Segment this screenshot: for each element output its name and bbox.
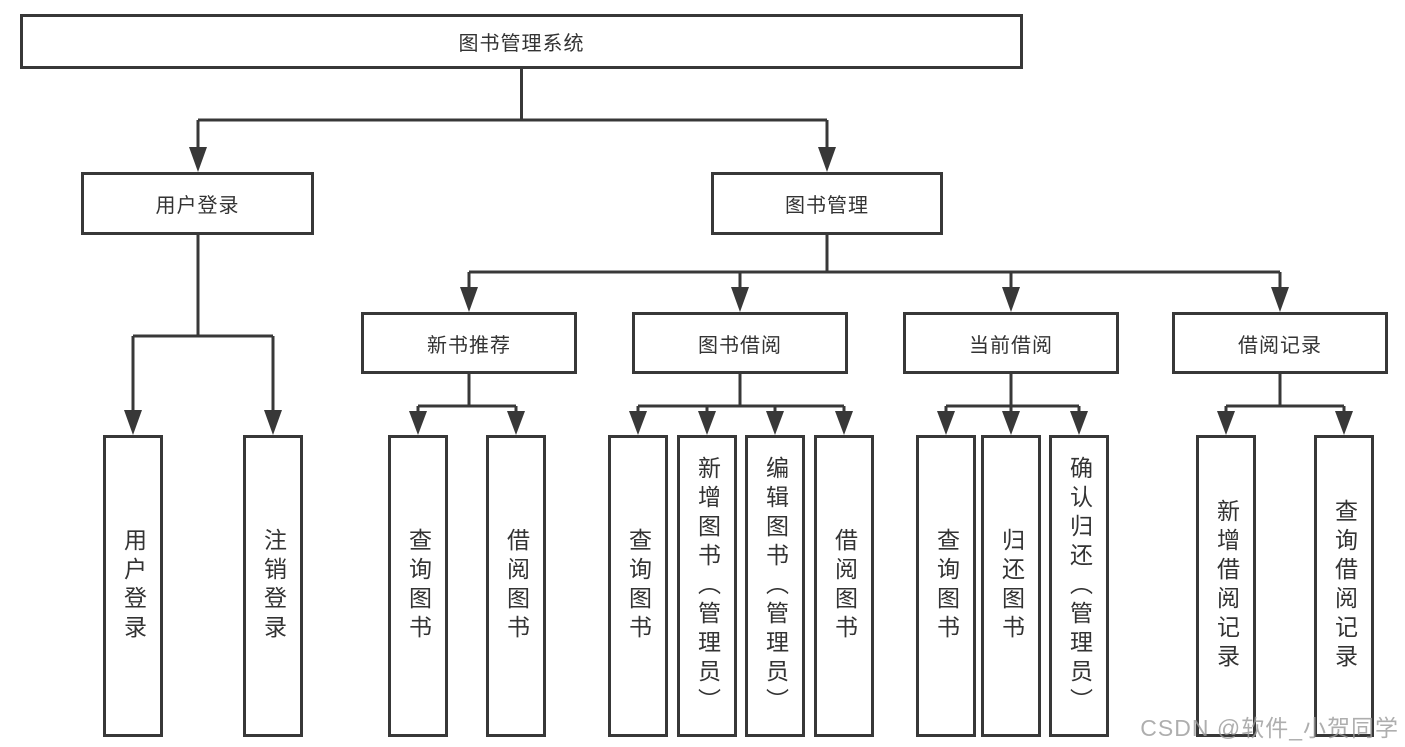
leaf-query-books-borrow-label: 查询图书 (625, 528, 652, 644)
leaf-query-borrow-record: 查询借阅记录 (1314, 435, 1374, 737)
leaf-return-books: 归还图书 (981, 435, 1041, 737)
connector-current-borrow-group (937, 374, 1088, 435)
node-root-system: 图书管理系统 (20, 14, 1023, 69)
connector-new-book-group (409, 374, 525, 435)
leaf-borrow-books-label: 借阅图书 (831, 528, 858, 644)
csdn-watermark: CSDN @软件_小贺同学 (1140, 715, 1399, 741)
node-user-login-label: 用户登录 (155, 195, 240, 217)
node-root-label: 图书管理系统 (458, 33, 585, 55)
leaf-confirm-return-admin-label: 确认归还（管理员） (1066, 455, 1093, 717)
leaf-edit-books-admin: 编辑图书（管理员） (745, 435, 805, 737)
connector-user-login-group (124, 235, 282, 435)
node-borrow-records-label: 借阅记录 (1238, 334, 1322, 357)
leaf-add-borrow-record: 新增借阅记录 (1196, 435, 1256, 737)
node-new-book-recommend: 新书推荐 (361, 312, 577, 374)
leaf-borrow-books-recommend: 借阅图书 (486, 435, 546, 737)
node-current-borrow: 当前借阅 (903, 312, 1119, 374)
connector-root-to-level2 (189, 69, 836, 172)
leaf-user-login-label: 用户登录 (120, 528, 147, 644)
node-current-borrow-label: 当前借阅 (969, 334, 1053, 357)
node-book-borrow: 图书借阅 (632, 312, 848, 374)
node-book-management: 图书管理 (711, 172, 943, 235)
node-new-book-recommend-label: 新书推荐 (427, 334, 511, 357)
leaf-query-books-current: 查询图书 (916, 435, 976, 737)
leaf-logout: 注销登录 (243, 435, 303, 737)
leaf-query-books-current-label: 查询图书 (933, 528, 960, 644)
leaf-add-books-admin-label: 新增图书（管理员） (694, 455, 721, 717)
connector-book-borrow-group (629, 374, 853, 435)
leaf-query-borrow-record-label: 查询借阅记录 (1331, 499, 1358, 673)
leaf-borrow-books: 借阅图书 (814, 435, 874, 737)
leaf-borrow-books-recommend-label: 借阅图书 (503, 528, 530, 644)
leaf-add-books-admin: 新增图书（管理员） (677, 435, 737, 737)
leaf-edit-books-admin-label: 编辑图书（管理员） (762, 455, 789, 717)
connector-book-management-group (460, 235, 1289, 312)
leaf-add-borrow-record-label: 新增借阅记录 (1213, 499, 1240, 673)
leaf-query-books-recommend: 查询图书 (388, 435, 448, 737)
leaf-user-login: 用户登录 (103, 435, 163, 737)
leaf-query-books-recommend-label: 查询图书 (405, 528, 432, 644)
leaf-return-books-label: 归还图书 (998, 528, 1025, 644)
leaf-query-books-borrow: 查询图书 (608, 435, 668, 737)
node-user-login: 用户登录 (81, 172, 314, 235)
leaf-confirm-return-admin: 确认归还（管理员） (1049, 435, 1109, 737)
connector-borrow-records-group (1217, 374, 1353, 435)
node-borrow-records: 借阅记录 (1172, 312, 1388, 374)
node-book-management-label: 图书管理 (785, 195, 869, 217)
node-book-borrow-label: 图书借阅 (698, 334, 782, 357)
leaf-logout-label: 注销登录 (260, 528, 287, 644)
